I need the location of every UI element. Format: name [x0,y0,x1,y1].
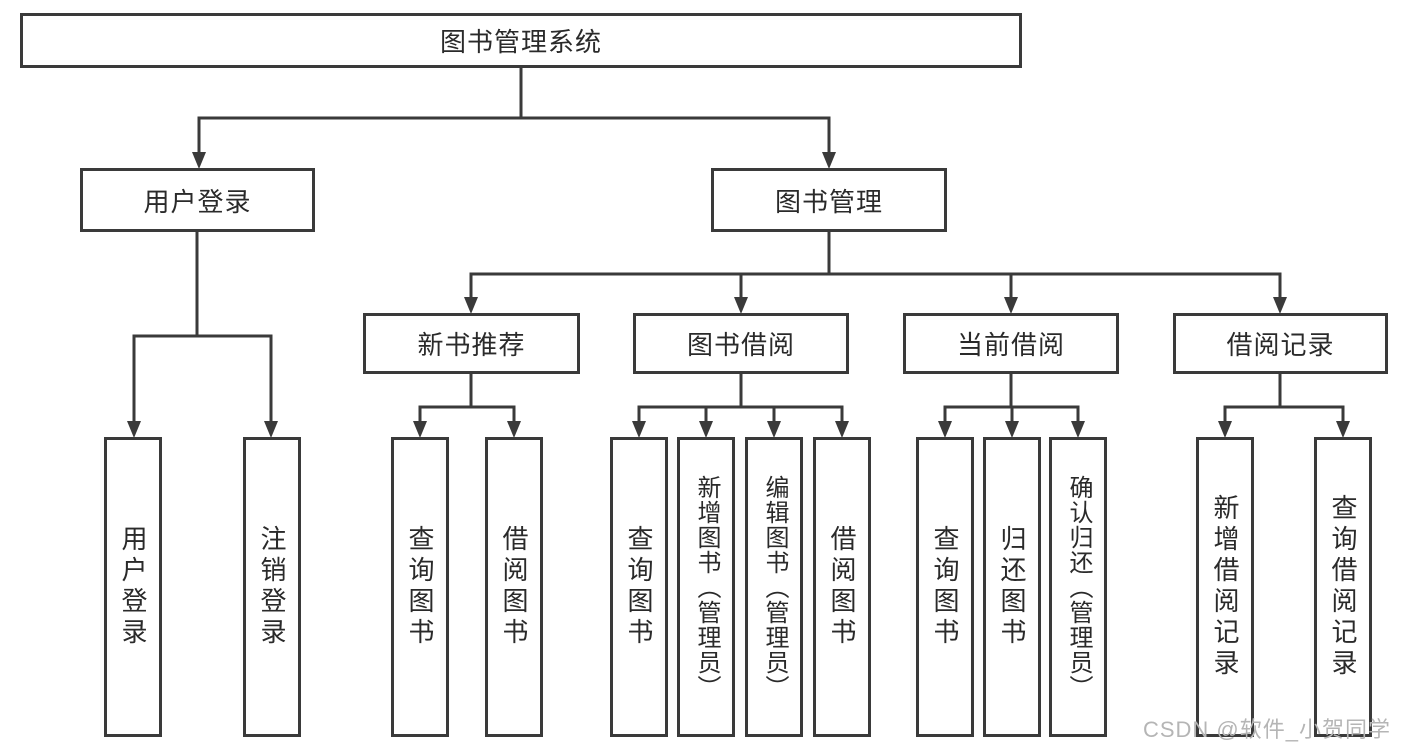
arrowhead-icon [464,297,478,314]
leaf-user-login-label: 用户登录 [118,525,148,649]
node-new-book-recommend: 新书推荐 [363,313,580,374]
leaf-add-book-admin-label: 新增图书（管理员） [693,474,720,700]
leaf-add-borrow-record: 新增借阅记录 [1196,437,1254,737]
arrowhead-icon [822,152,836,169]
leaf-edit-book-admin: 编辑图书（管理员） [745,437,803,737]
arrowhead-icon [1005,421,1019,438]
arrowhead-icon [507,421,521,438]
leaf-return-book: 归还图书 [983,437,1041,737]
leaf-query-borrow-record-label: 查询借阅记录 [1328,494,1358,680]
arrowhead-icon [767,421,781,438]
node-root: 图书管理系统 [20,13,1022,68]
leaf-borrow-books-borrow: 借阅图书 [813,437,871,737]
leaf-query-books-borrow: 查询图书 [610,437,668,737]
arrowhead-icon [632,421,646,438]
leaf-add-borrow-record-label: 新增借阅记录 [1210,494,1240,680]
arrowhead-icon [264,421,278,438]
node-current-borrow: 当前借阅 [903,313,1119,374]
leaf-query-books-recommend: 查询图书 [391,437,449,737]
leaf-query-borrow-record: 查询借阅记录 [1314,437,1372,737]
arrowhead-icon [413,421,427,438]
leaf-confirm-return-admin: 确认归还（管理员） [1049,437,1107,737]
node-current-borrow-label: 当前借阅 [956,330,1065,360]
arrowhead-icon [699,421,713,438]
leaf-query-books-current: 查询图书 [916,437,974,737]
node-new-book-recommend-label: 新书推荐 [417,330,526,360]
arrowhead-icon [835,421,849,438]
leaf-confirm-return-admin-label: 确认归还（管理员） [1065,474,1092,700]
arrowhead-icon [734,297,748,314]
arrowhead-icon [1336,421,1350,438]
node-book-management: 图书管理 [711,168,947,232]
leaf-query-books-borrow-label: 查询图书 [624,525,654,649]
arrowhead-icon [1218,421,1232,438]
arrowhead-icon [1273,297,1287,314]
leaf-edit-book-admin-label: 编辑图书（管理员） [761,474,788,700]
node-user-login: 用户登录 [80,168,315,232]
node-borrow-records-label: 借阅记录 [1226,330,1335,360]
leaf-user-login: 用户登录 [104,437,162,737]
node-root-label: 图书管理系统 [439,27,602,57]
leaf-logout-label: 注销登录 [257,525,287,649]
arrowhead-icon [1071,421,1085,438]
arrowhead-icon [1004,297,1018,314]
node-user-login-label: 用户登录 [143,186,252,217]
leaf-return-book-label: 归还图书 [997,525,1027,649]
watermark-text: CSDN @软件_小贺同学 [1142,717,1391,742]
node-book-borrow-label: 图书借阅 [686,330,795,360]
leaf-logout: 注销登录 [243,437,301,737]
node-book-borrow: 图书借阅 [633,313,849,374]
arrowhead-icon [127,421,141,438]
leaf-borrow-books-recommend-label: 借阅图书 [499,525,529,649]
leaf-add-book-admin: 新增图书（管理员） [677,437,735,737]
arrowhead-icon [938,421,952,438]
node-book-management-label: 图书管理 [774,186,883,217]
arrowhead-icon [192,152,206,169]
node-borrow-records: 借阅记录 [1173,313,1388,374]
leaf-query-books-current-label: 查询图书 [930,525,960,649]
leaf-query-books-recommend-label: 查询图书 [405,525,435,649]
leaf-borrow-books-borrow-label: 借阅图书 [827,525,857,649]
leaf-borrow-books-recommend: 借阅图书 [485,437,543,737]
